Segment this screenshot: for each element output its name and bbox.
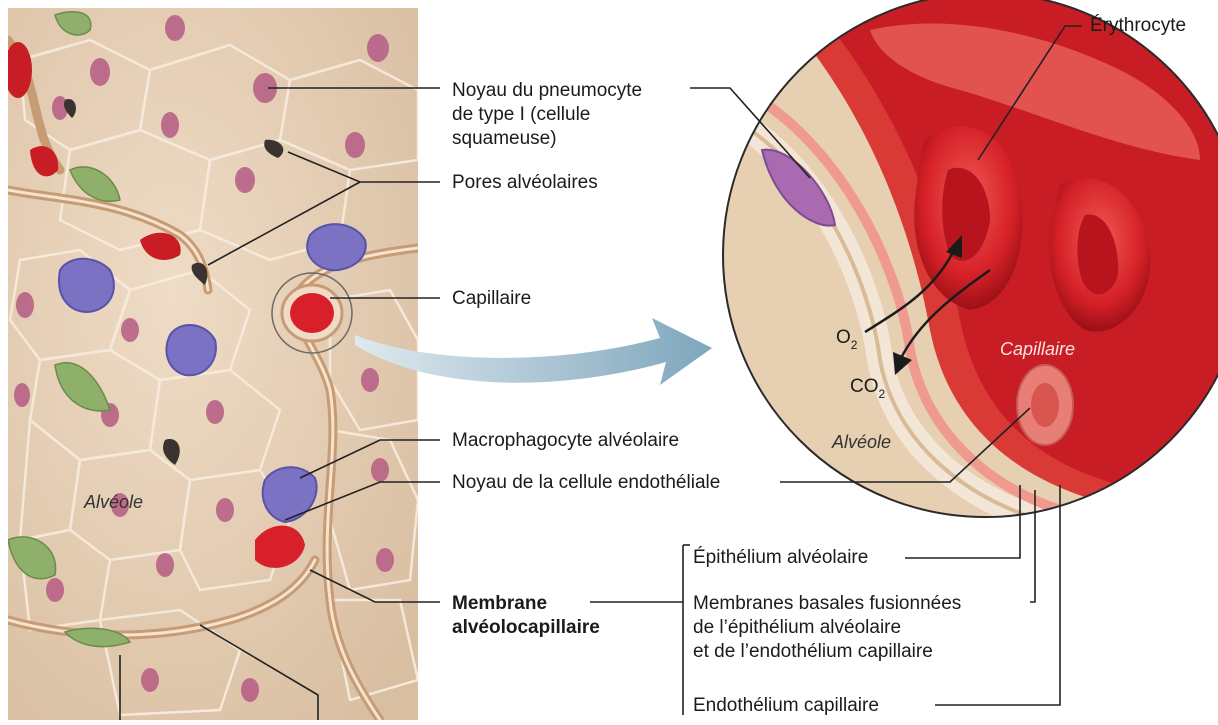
label-alveole-zoom: Alvéole [832,430,891,454]
label-endothelium-capillaire: Endothélium capillaire [693,694,879,718]
label-noyau-endotheliale: Noyau de la cellule endothéliale [452,471,720,495]
zoom-circle-illustration [720,0,1218,520]
label-membranes-basales: Membranes basales fusionnées de l’épithé… [693,592,961,664]
label-erythrocyte: Érythrocyte [1090,14,1186,38]
label-membrane-alveolocapillaire: Membrane alvéolocapillaire [452,592,600,640]
alveolar-tissue-panel [4,8,418,720]
label-co2: CO2 [850,375,885,400]
label-o2: O2 [836,326,857,351]
label-pores-alveolaires: Pores alvéolaires [452,171,598,195]
label-noyau-pneumocyte: Noyau du pneumocyte de type I (cellule s… [452,79,642,151]
label-capillaire: Capillaire [452,287,531,311]
label-alveole-left: Alvéole [84,490,143,514]
label-capillaire-zoom: Capillaire [1000,337,1075,361]
label-epithelium-alveolaire: Épithélium alvéolaire [693,546,868,570]
label-macrophagocyte: Macrophagocyte alvéolaire [452,429,679,453]
